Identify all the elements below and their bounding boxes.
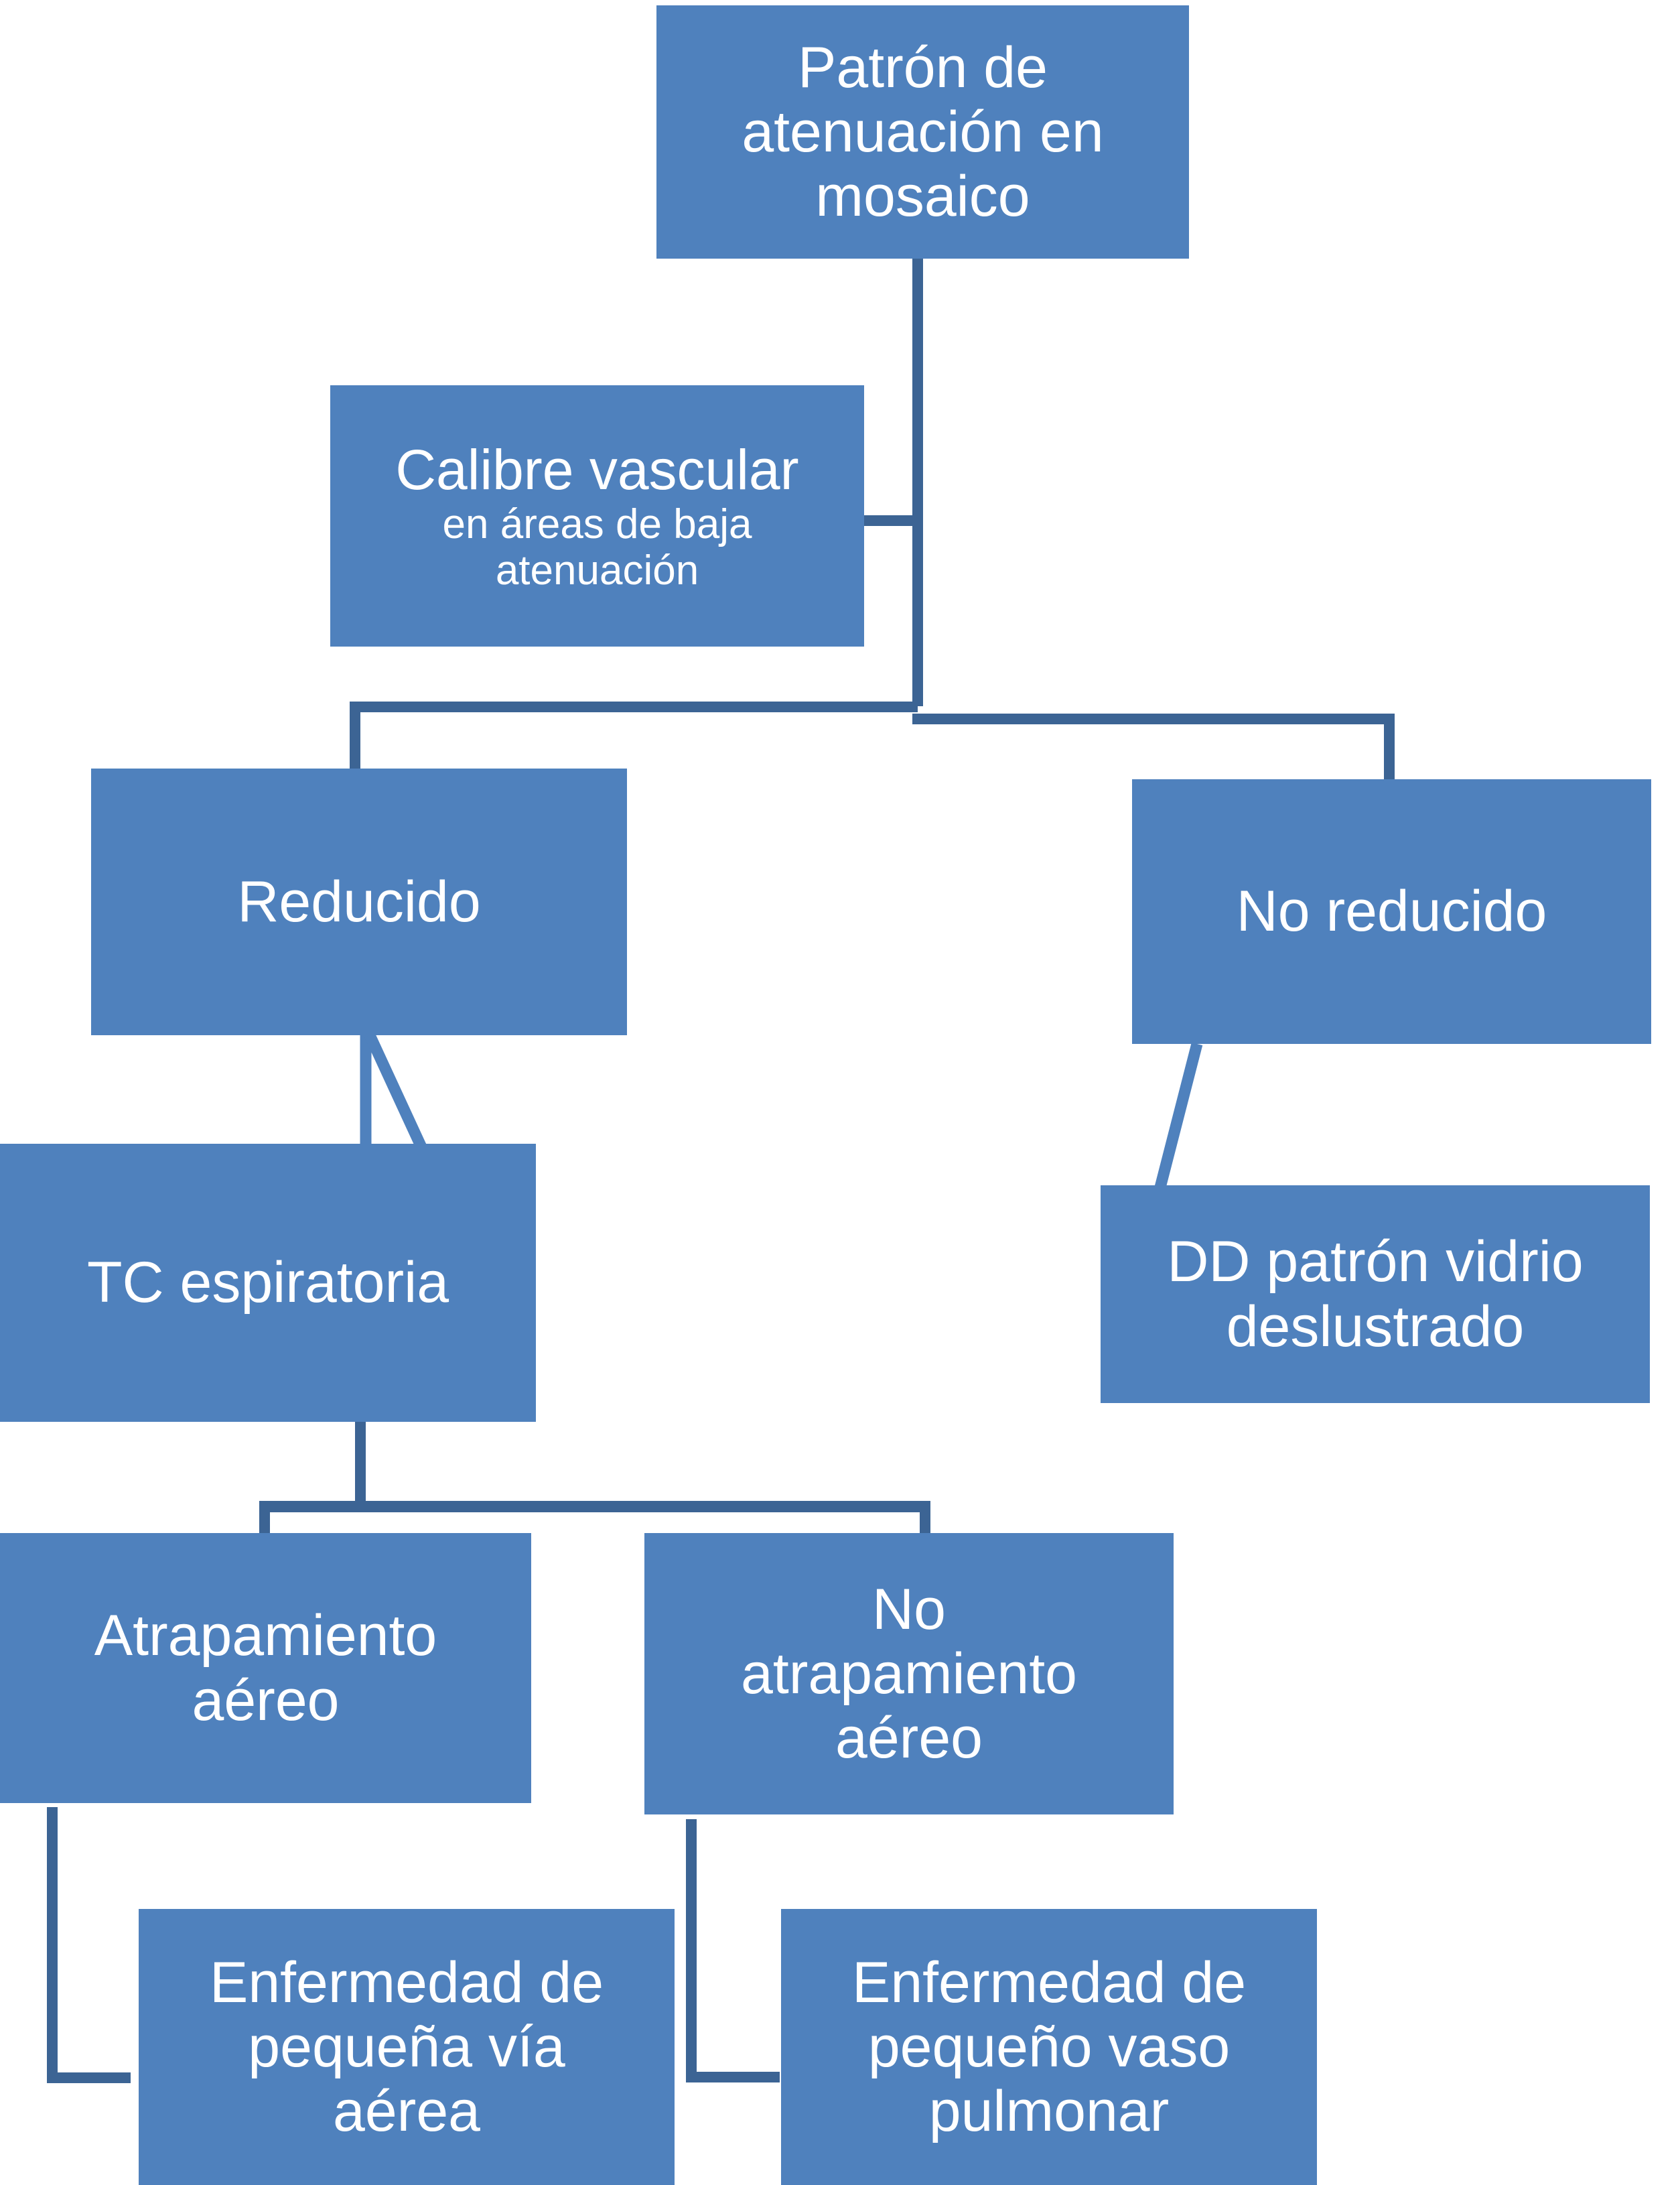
connector-atrapamiento-drop [47, 1807, 58, 2083]
node-tc-espiratoria-label: TC espiratoria [86, 1250, 449, 1315]
node-calibre-vascular-sub2: atenuación [495, 547, 699, 594]
node-no-reducido[interactable]: No reducido [1132, 779, 1651, 1044]
node-dd-patron-vidrio-line2: deslustrado [1226, 1294, 1525, 1359]
connector-no-reducido-to-dd-diagonal [1154, 1042, 1203, 1189]
node-atrapamiento-aereo[interactable]: Atrapamiento aéreo [0, 1533, 531, 1803]
node-calibre-vascular-label: Calibre vascular [395, 438, 799, 501]
node-pequeno-vaso-line3: pulmonar [928, 2079, 1170, 2144]
node-patron-mosaico[interactable]: Patrón de atenuación en mosaico [656, 5, 1189, 259]
node-patron-mosaico-line1: Patrón de [798, 35, 1048, 100]
connector-tc-split-vertical [355, 1422, 366, 1508]
connector-root-to-calibre-vertical [912, 258, 923, 526]
node-enfermedad-pequena-via-aerea[interactable]: Enfermedad de pequeña vía aérea [139, 1909, 675, 2185]
node-calibre-vascular-sub1: en áreas de baja [442, 501, 752, 547]
node-pequena-via-aerea-line3: aérea [333, 2079, 480, 2144]
node-no-atrapamiento-aereo-line1: No [872, 1577, 946, 1642]
connector-no-atrapamiento-elbow [686, 2072, 780, 2082]
node-no-atrapamiento-aereo-line2: atrapamiento [741, 1641, 1077, 1706]
connector-split-drop-left [350, 702, 360, 769]
connector-split-bar-right [912, 714, 1395, 724]
node-calibre-vascular[interactable]: Calibre vascular en áreas de baja atenua… [330, 385, 864, 647]
connector-atrapamiento-elbow [47, 2072, 131, 2083]
node-pequeno-vaso-line2: pequeño vaso [867, 2014, 1231, 2079]
connector-tc-split-bar [259, 1501, 930, 1512]
connector-split-drop-right [1384, 714, 1395, 794]
connector-no-atrapamiento-drop [686, 1819, 697, 2082]
node-tc-espiratoria[interactable]: TC espiratoria [0, 1144, 536, 1422]
node-patron-mosaico-line2: atenuación en [742, 99, 1104, 164]
node-dd-patron-vidrio-deslustrado[interactable]: DD patrón vidrio deslustrado [1101, 1185, 1650, 1403]
node-no-atrapamiento-aereo-line3: aéreo [835, 1706, 983, 1771]
node-reducido[interactable]: Reducido [91, 769, 627, 1035]
node-pequeno-vaso-line1: Enfermedad de [851, 1950, 1247, 2015]
connector-split-bar-left [350, 702, 918, 712]
node-pequena-via-aerea-line2: pequeña vía [248, 2014, 565, 2079]
node-no-reducido-label: No reducido [1236, 879, 1547, 944]
node-enfermedad-pequeno-vaso-pulmonar[interactable]: Enfermedad de pequeño vaso pulmonar [781, 1909, 1317, 2185]
connector-root-to-calibre-stub [864, 515, 918, 526]
node-reducido-label: Reducido [237, 869, 481, 934]
node-patron-mosaico-line3: mosaico [815, 164, 1030, 229]
connector-calibre-split-vertical [912, 515, 923, 706]
node-no-atrapamiento-aereo[interactable]: No atrapamiento aéreo [644, 1533, 1174, 1814]
node-pequena-via-aerea-line1: Enfermedad de [209, 1950, 604, 2015]
node-dd-patron-vidrio-line1: DD patrón vidrio [1167, 1230, 1584, 1295]
node-atrapamiento-aereo-line2: aéreo [192, 1668, 340, 1733]
node-atrapamiento-aereo-line1: Atrapamiento [94, 1603, 437, 1668]
